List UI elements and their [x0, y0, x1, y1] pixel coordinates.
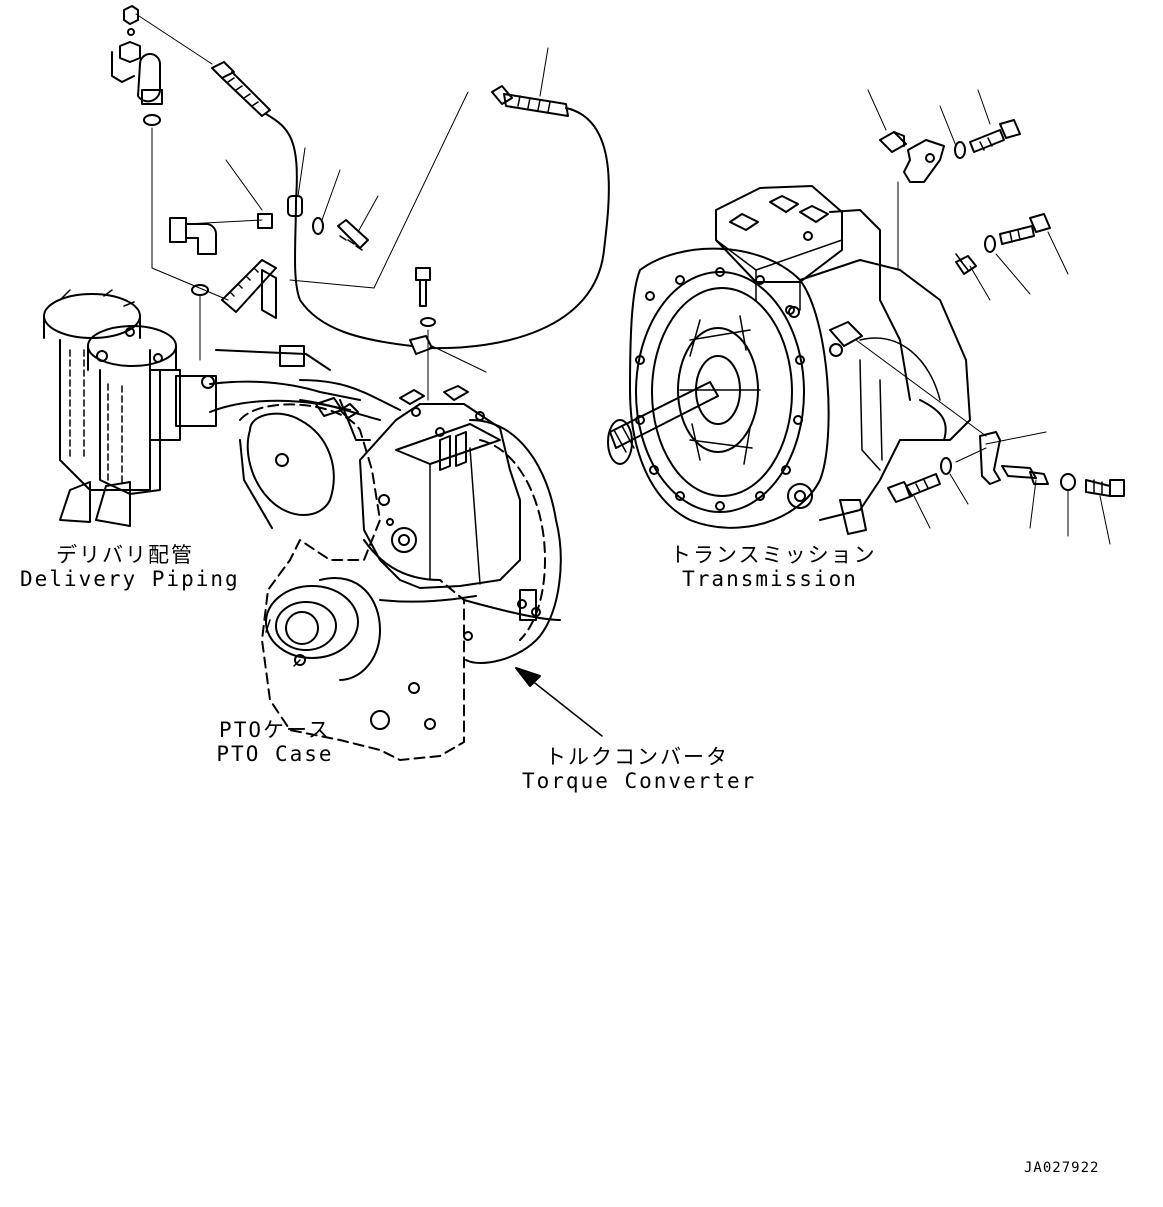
label-transmission: トランスミッション Transmission — [670, 543, 877, 591]
label-delivery-piping-en: Delivery Piping — [20, 567, 240, 591]
label-delivery-piping: デリバリ配管 Delivery Piping — [20, 543, 240, 591]
label-pto-case-en: PTO Case — [216, 742, 334, 766]
label-pto-case-jp: PTOケース — [219, 718, 331, 742]
pto-torque-converter — [239, 379, 603, 761]
delivery-piping-filters — [43, 259, 361, 527]
label-delivery-piping-jp: デリバリ配管 — [56, 543, 194, 567]
label-torque-converter-jp: トルクコンバータ — [545, 745, 729, 769]
label-transmission-en: Transmission — [682, 567, 858, 591]
label-pto-case: PTOケース PTO Case — [190, 718, 360, 766]
transmission-unit — [607, 89, 1125, 545]
drawing-code: JA027922 — [1024, 1160, 1100, 1176]
label-torque-converter-en: Torque Converter — [522, 769, 757, 793]
label-transmission-jp: トランスミッション — [670, 543, 877, 567]
label-torque-converter: トルクコンバータ Torque Converter — [522, 745, 757, 793]
sensor-hose-assembly — [111, 5, 610, 401]
